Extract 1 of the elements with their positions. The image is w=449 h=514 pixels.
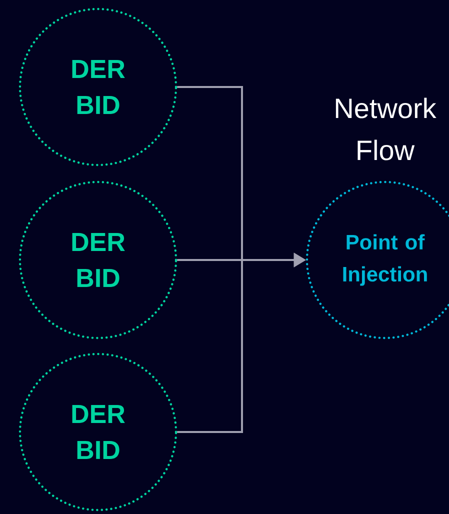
heading: Network Flow [336,98,436,160]
